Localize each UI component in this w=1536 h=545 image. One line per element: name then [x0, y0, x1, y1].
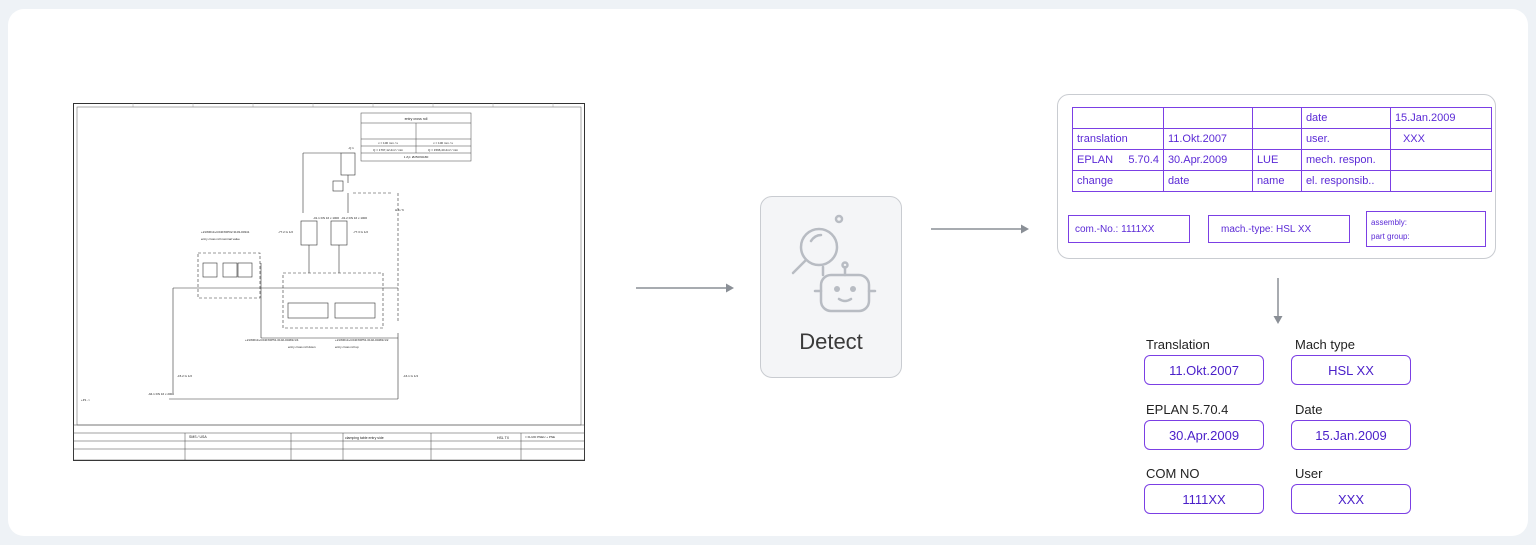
field-value-com-no: 1111XX — [1144, 484, 1264, 514]
field-label-translation: Translation — [1146, 337, 1210, 352]
schematic-note1: +21WR13+C04FX0P02.3103-00341 — [201, 230, 250, 234]
detect-label: Detect — [799, 329, 863, 354]
schematic-note3b: entry cross roll up — [335, 345, 359, 349]
schematic-speed-left: v = 100 mm / s — [378, 141, 398, 145]
title-block-panel: date 15.Jan.2009 translation 11.Okt.2007… — [1057, 94, 1496, 259]
title-block-table: date 15.Jan.2009 translation 11.Okt.2007… — [1072, 107, 1492, 192]
mach-type-box: mach.-type: HSL XX — [1208, 215, 1350, 243]
schematic-v772: -77.2 G 1/2 — [278, 230, 293, 234]
schematic-tb-title: clamping table entry side — [345, 436, 384, 440]
detect-step: Detect — [760, 196, 902, 378]
field-value-user: XXX — [1291, 484, 1411, 514]
assembly-box: assembly: part group: — [1366, 211, 1486, 247]
schematic-v773: -77.3 G 1/2 — [353, 230, 368, 234]
field-label-mach-type: Mach type — [1295, 337, 1355, 352]
com-no-box: com.-No.: 1111XX — [1068, 215, 1190, 243]
schematic-flow-right: Q = 1596,40 dm³ / min — [428, 148, 458, 152]
schematic-tb-machtype: HSL TX — [497, 436, 510, 440]
schematic-v161: -16.1 G 1/4 — [403, 374, 418, 378]
schematic-v152: -15.2 G 1/2 — [177, 374, 192, 378]
field-value-mach-type: HSL XX — [1291, 355, 1411, 385]
arrow-right-icon — [931, 224, 1029, 234]
field-value-translation: 11.Okt.2007 — [1144, 355, 1264, 385]
magnifier-robot-icon — [791, 214, 877, 313]
field-label-user: User — [1295, 466, 1323, 481]
schematic-q1: -Q 1 — [348, 146, 354, 150]
schematic-header: entry cross roll — [405, 117, 428, 121]
field-value-eplan: 30.Apr.2009 — [1144, 420, 1264, 450]
field-label-com-no: COM NO — [1146, 466, 1200, 481]
schematic-bottom-note: -94.1 DN 16 x 2000 — [148, 392, 174, 396]
schematic-z01: -01.1 DN 16 x 1000 — [313, 216, 339, 220]
schematic-cylinder: 1 Zyl. Ø250/90x80 — [404, 155, 429, 159]
table-row: translation 11.Okt.2007 user. XXX — [1072, 128, 1492, 150]
schematic-tb-company: SMS / USA — [189, 435, 207, 439]
schematic-left-label: +P1 -> — [81, 398, 90, 402]
schematic-hs: H 6 / 6 — [395, 208, 404, 212]
schematic-note3: +21WR13+C04FX0P51.0102-00481/1/2 — [335, 338, 389, 342]
schematic-note2: +21WR13+C04FX0P51.0102-00481/1/4 — [245, 338, 299, 342]
schematic-note1b: entry cross roll nominal value — [201, 237, 240, 241]
schematic-tb-fluid: = FLUID PNEU + PNE — [525, 435, 555, 439]
table-row: date 15.Jan.2009 — [1072, 107, 1492, 129]
arrow-down-icon — [1273, 278, 1283, 324]
schematic-note2b: entry cross roll down — [288, 345, 316, 349]
arrow-right-icon — [636, 283, 734, 293]
table-row: change date name el. responsib.. — [1072, 170, 1492, 192]
field-value-date: 15.Jan.2009 — [1291, 420, 1411, 450]
hydraulic-schematic: entry cross roll v = 100 mm / s v = 100 … — [73, 103, 585, 461]
table-row: EPLAN 5.70.4 30.Apr.2009 LUE mech. respo… — [1072, 149, 1492, 171]
schematic-z012: -01.2 DN 16 x 1000 — [341, 216, 367, 220]
field-label-date: Date — [1295, 402, 1323, 417]
schematic-speed-right: v = 100 mm / s — [433, 141, 453, 145]
schematic-flow-left: Q = 1797,12 dm³ / min — [373, 148, 403, 152]
field-label-eplan: EPLAN 5.70.4 — [1146, 402, 1229, 417]
